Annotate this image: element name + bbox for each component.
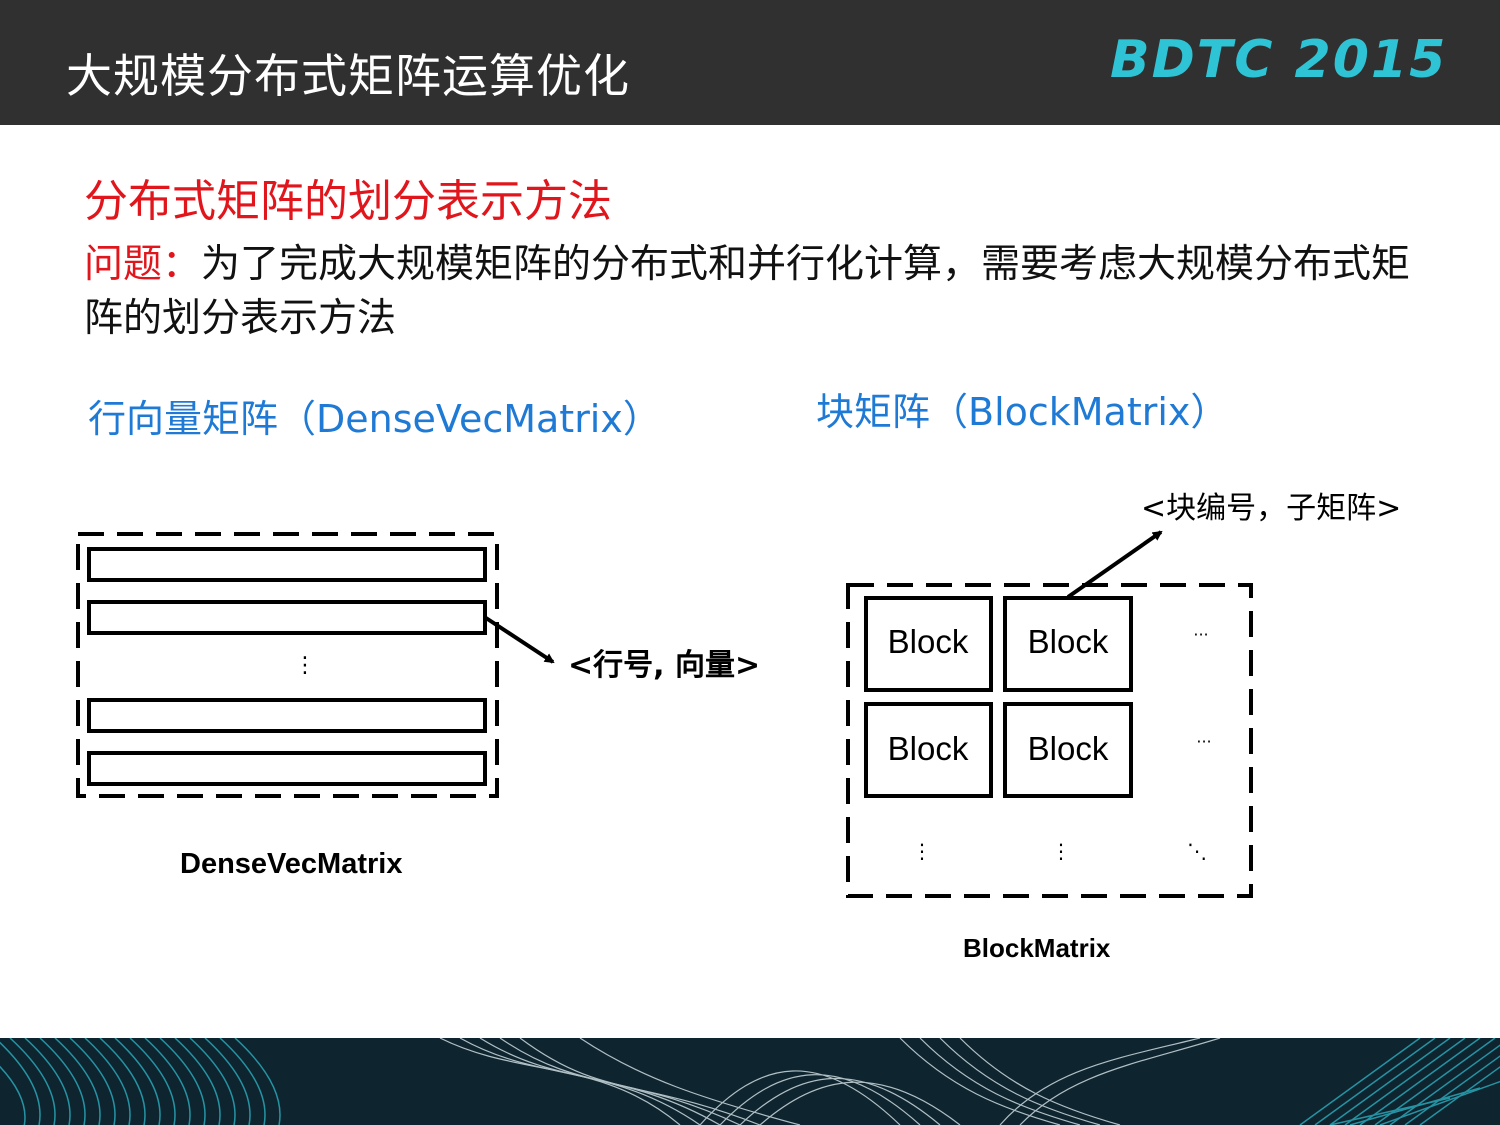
dense-vec-matrix-diagram: ⋮ <行号, 向量> — [76, 532, 760, 798]
block-row-ellipsis: ··· — [1193, 625, 1208, 644]
dense-caption: DenseVecMatrix — [180, 848, 403, 880]
block-diag-ellipsis: ⋱ — [1187, 839, 1207, 863]
block-arrow — [1066, 530, 1163, 599]
block-matrix-diagram: Block Block Block Block ··· ··· ⋮ ⋮ ⋱ <块… — [846, 491, 1401, 898]
block-cell — [864, 596, 993, 692]
dense-arrow-label: <行号, 向量> — [568, 648, 760, 683]
dense-vertical-ellipsis: ⋮ — [294, 653, 316, 678]
header-bar: 大规模分布式矩阵运算优化 BDTC 2015 — [0, 0, 1500, 125]
bdtc-logo: BDTC 2015 — [1110, 30, 1448, 90]
dense-row-vector — [87, 547, 487, 582]
dense-heading: 行向量矩阵（DenseVecMatrix） — [88, 397, 661, 441]
block-row-ellipsis: ··· — [1196, 732, 1211, 751]
problem-text: 为了完成大规模矩阵的分布式和并行化计算，需要考虑大规模分布式矩阵的划分表示方法 — [84, 242, 1411, 341]
dense-row-vector — [87, 600, 487, 635]
dense-row-vector — [87, 698, 487, 733]
problem-label: 问题： — [84, 242, 202, 287]
block-cell — [1003, 596, 1133, 692]
dense-row-arrow — [484, 616, 555, 664]
dense-outer-dashed-border — [76, 532, 499, 798]
block-cell-label: Block — [1028, 730, 1109, 767]
section-title: 分布式矩阵的划分表示方法 — [84, 176, 612, 227]
block-outer-dashed-border — [846, 583, 1253, 898]
block-col-ellipsis: ⋮ — [912, 839, 932, 863]
matrix-diagrams: ⋮ <行号, 向量> Block Block Block Block ··· ·… — [76, 491, 1401, 898]
dense-row-vector — [87, 751, 487, 786]
block-cell-label: Block — [888, 730, 969, 767]
block-col-ellipsis: ⋮ — [1051, 839, 1071, 863]
decorative-footer — [0, 1038, 1500, 1125]
block-heading: 块矩阵（BlockMatrix） — [816, 390, 1229, 434]
wave-pattern-graphic — [0, 1038, 1500, 1125]
block-cell-label: Block — [1028, 623, 1109, 660]
slide-title: 大规模分布式矩阵运算优化 — [66, 49, 630, 103]
block-cell — [1003, 702, 1133, 798]
problem-statement: 问题：为了完成大规模矩阵的分布式和并行化计算，需要考虑大规模分布式矩阵的划分表示… — [84, 238, 1424, 346]
block-caption: BlockMatrix — [963, 933, 1111, 963]
block-cell-label: Block — [888, 623, 969, 660]
block-cell — [864, 702, 993, 798]
block-arrow-label: <块编号，子矩阵> — [1141, 491, 1401, 526]
